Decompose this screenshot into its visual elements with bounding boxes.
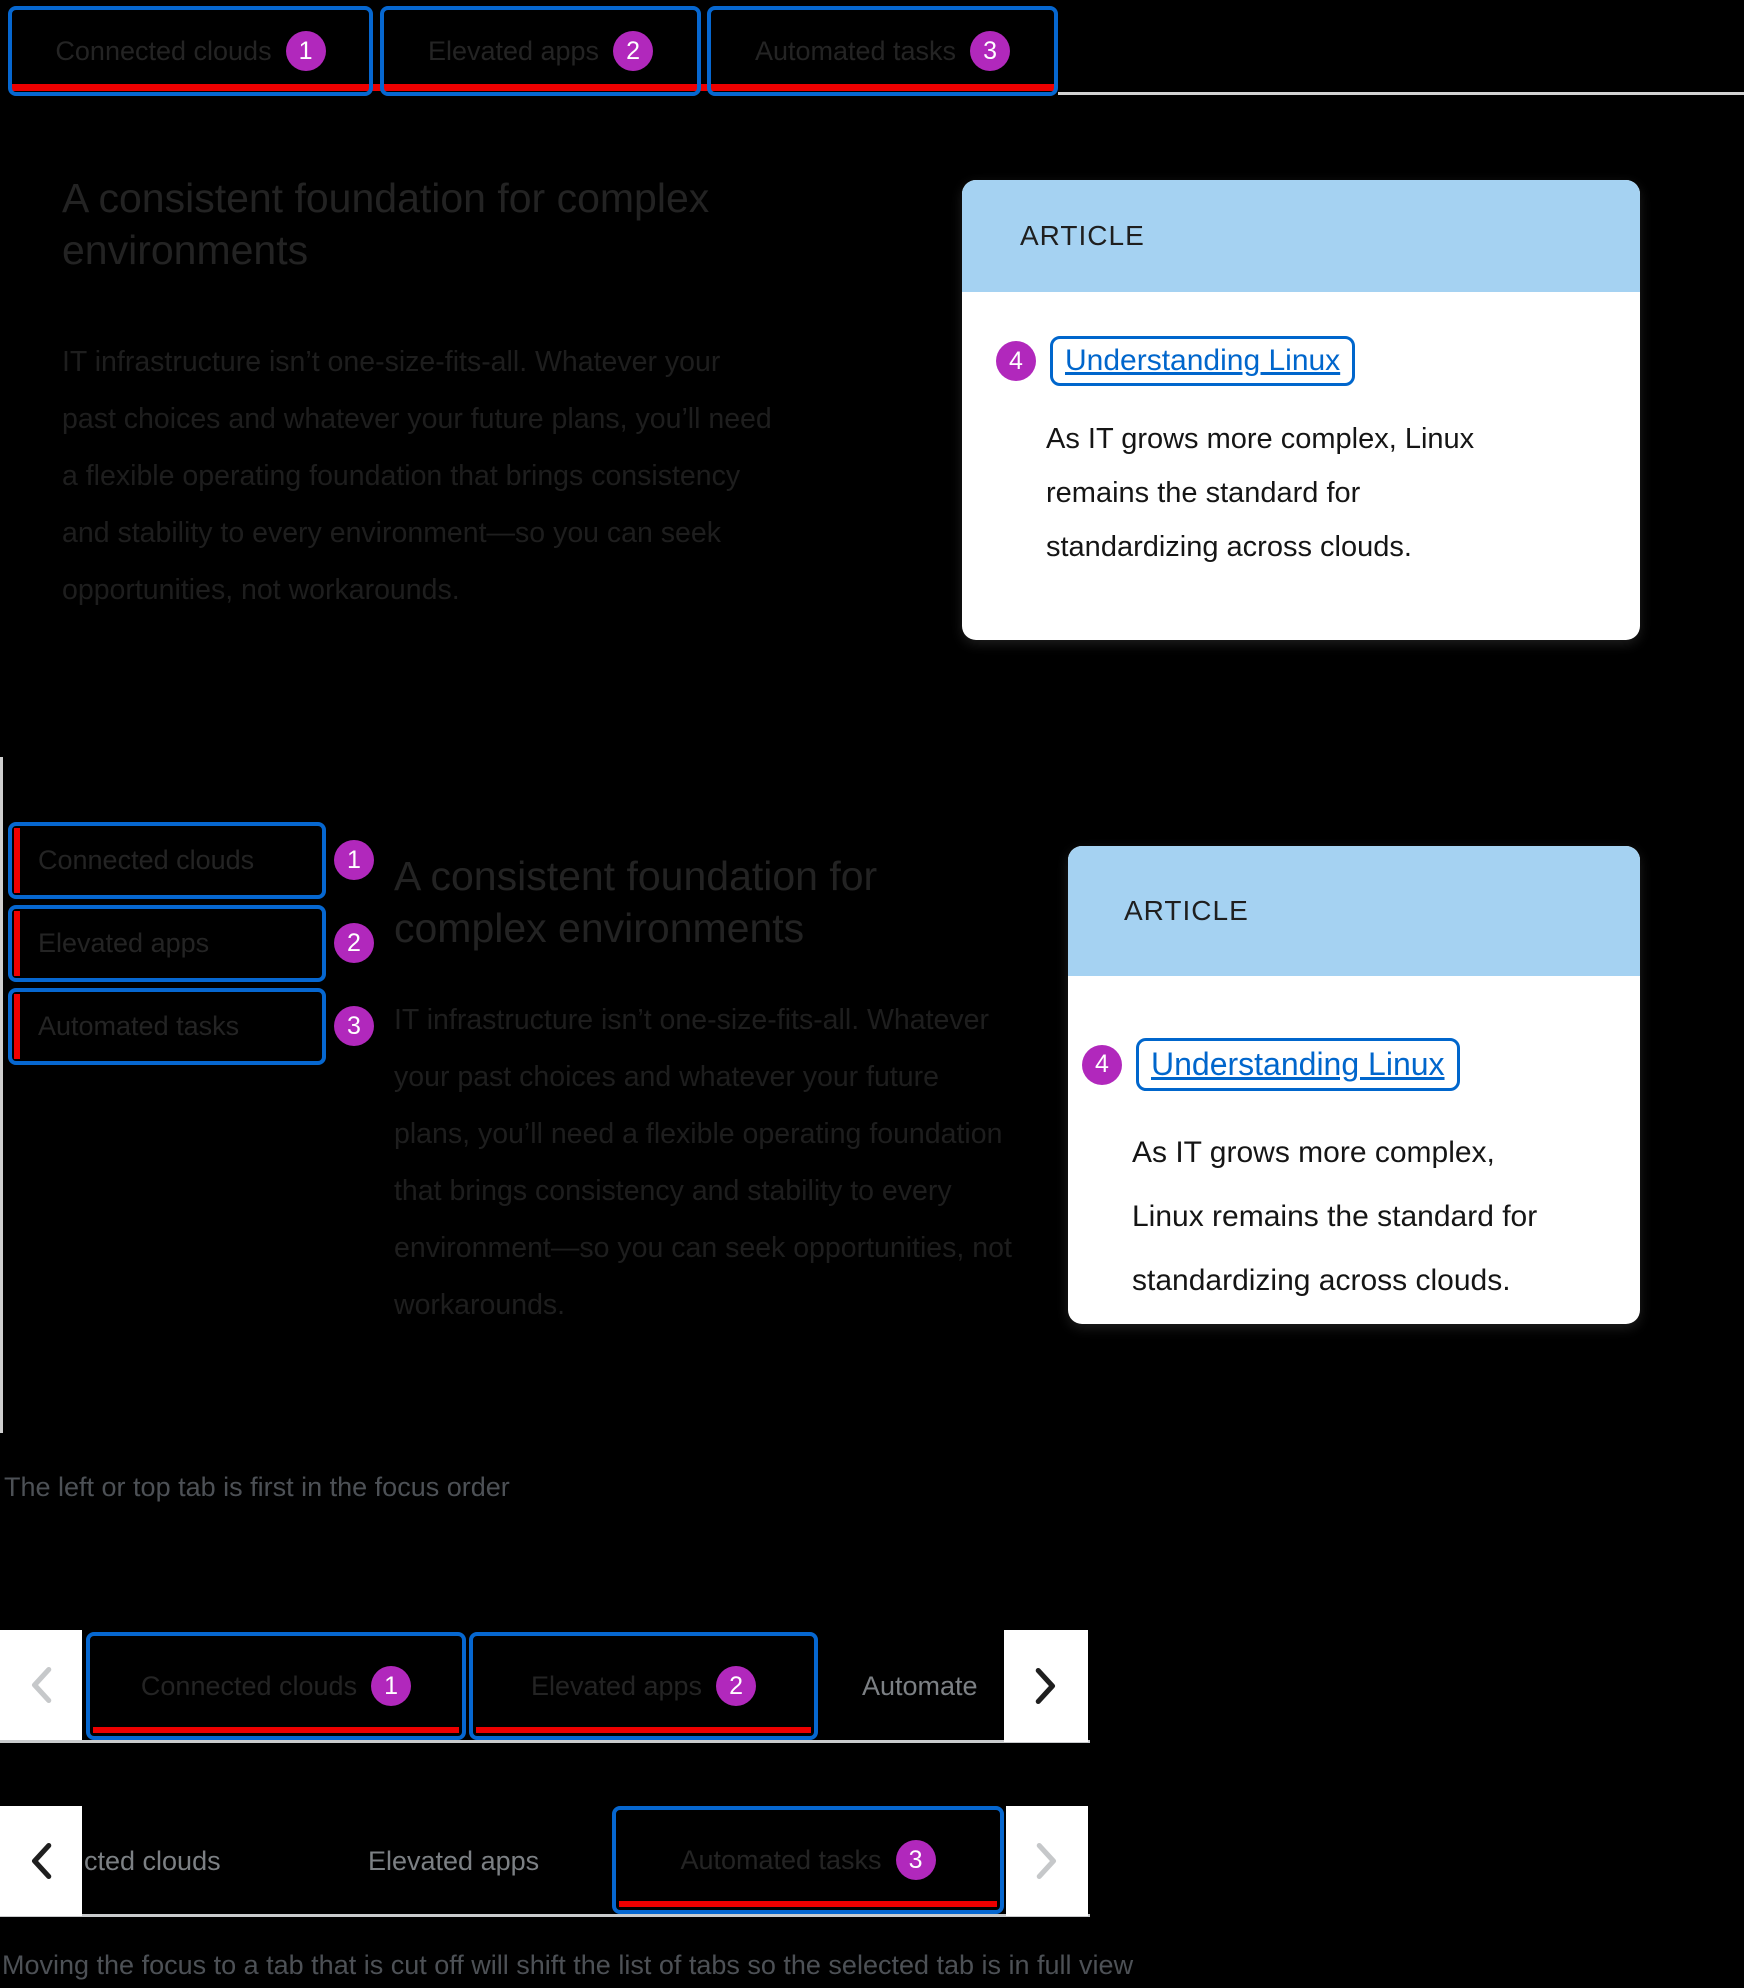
section-heading: A consistent foundation for complex envi…: [394, 853, 878, 951]
tab-label: Automated tasks: [38, 1011, 240, 1041]
tab-label: Connected clouds: [55, 35, 272, 66]
caption-overflow: Moving the focus to a tab that is cut of…: [2, 1950, 1134, 1980]
focus-order-badge: 4: [1082, 1044, 1122, 1085]
focus-order-badge: 2: [613, 31, 654, 71]
caption-focus-order: The left or top tab is first in the focu…: [4, 1472, 510, 1502]
chevron-right-icon: [1036, 1843, 1058, 1879]
scroll-right-button[interactable]: [1006, 1806, 1088, 1916]
tab-connected-clouds[interactable]: Connected clouds 1: [8, 6, 373, 96]
section-heading: A consistent foundation for complex envi…: [62, 175, 710, 273]
scroll-left-button[interactable]: [0, 1806, 82, 1916]
tab-elevated-apps[interactable]: Elevated apps: [368, 1845, 540, 1876]
vertical-tabbar-border: [0, 757, 3, 1433]
tab-label: Elevated apps: [530, 1670, 703, 1701]
tab-elevated-apps[interactable]: Elevated apps 2: [380, 6, 701, 96]
article-summary: As IT grows more complex, Linux remains …: [1132, 1136, 1538, 1297]
tab-active-indicator-bar: [10, 84, 1056, 91]
article-card-header: ARTICLE: [1068, 846, 1640, 976]
tab-elevated-apps[interactable]: Elevated apps 2: [469, 1632, 818, 1740]
tab-label: Connected clouds: [140, 1670, 358, 1701]
focus-order-badge: 3: [334, 1006, 374, 1046]
chevron-left-icon: [30, 1843, 52, 1879]
tab-label: Automated tasks: [754, 35, 957, 66]
tab-automated-tasks[interactable]: Automated tasks 3: [612, 1806, 1004, 1914]
article-eyebrow: ARTICLE: [1124, 895, 1249, 926]
tab-label: Automated tasks: [680, 1844, 882, 1875]
tab-connected-clouds[interactable]: Connected clouds 1: [86, 1632, 466, 1740]
tabbar-border: [1058, 92, 1744, 95]
article-card: ARTICLE 4 Understanding Linux As IT grow…: [1068, 846, 1640, 1324]
article-card-body: 4 Understanding Linux As IT grows more c…: [1068, 976, 1640, 1313]
chevron-left-icon: [30, 1667, 52, 1703]
focus-order-badge: 3: [970, 31, 1011, 71]
article-eyebrow: ARTICLE: [1020, 220, 1145, 251]
article-card-body: 4 Understanding Linux As IT grows more c…: [962, 292, 1640, 574]
focus-order-badge: 4: [996, 341, 1036, 381]
focus-order-badge: 1: [334, 840, 374, 880]
tab-automated-tasks[interactable]: Automated tasks 3: [707, 6, 1058, 96]
focus-order-badge: 2: [716, 1666, 757, 1706]
chevron-right-icon: [1035, 1668, 1057, 1704]
section-body: IT infrastructure isn’t one-size-fits-al…: [394, 1004, 1012, 1321]
focus-order-badge: 3: [895, 1840, 936, 1880]
scroll-right-button[interactable]: [1004, 1630, 1088, 1742]
article-card: ARTICLE 4 Understanding Linux As IT grow…: [962, 180, 1640, 640]
tabbar-border: [0, 1740, 1090, 1743]
tabbar-border: [0, 1914, 1090, 1917]
tab-label: Elevated apps: [427, 35, 600, 66]
tab-automated-tasks[interactable]: Automated tasks: [8, 988, 326, 1065]
understanding-linux-link[interactable]: Understanding Linux: [1136, 1038, 1460, 1091]
focus-order-badge: 2: [334, 923, 374, 963]
understanding-linux-link[interactable]: Understanding Linux: [1050, 336, 1356, 386]
section-body: IT infrastructure isn’t one-size-fits-al…: [62, 346, 772, 606]
focus-order-badge: 1: [371, 1666, 412, 1706]
tab-elevated-apps[interactable]: Elevated apps: [8, 905, 326, 982]
tab-label: Elevated apps: [38, 928, 210, 958]
tab-connected-clouds-cut[interactable]: cted clouds: [84, 1845, 221, 1876]
tab-connected-clouds[interactable]: Connected clouds: [8, 822, 326, 899]
tab-label: Connected clouds: [38, 845, 255, 875]
focus-order-badge: 1: [285, 31, 326, 71]
tab-automated-tasks-cut[interactable]: Automate: [862, 1670, 978, 1701]
article-summary: As IT grows more complex, Linux remains …: [1046, 423, 1475, 563]
article-card-header: ARTICLE: [962, 180, 1640, 292]
scroll-left-button[interactable]: [0, 1630, 82, 1740]
